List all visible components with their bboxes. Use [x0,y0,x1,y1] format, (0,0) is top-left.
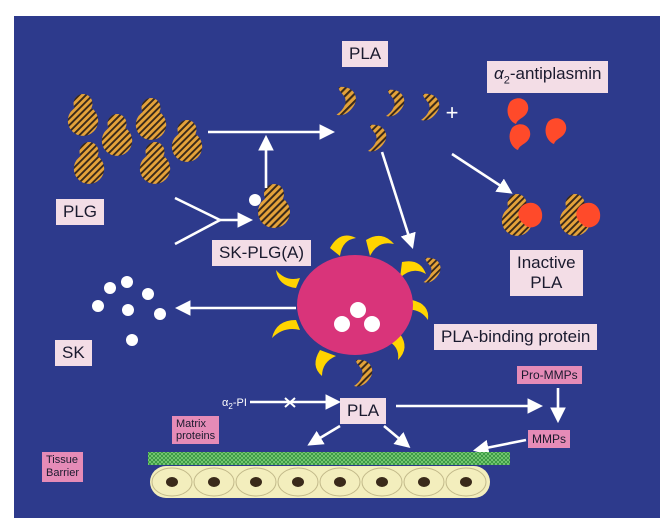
tissue-line: Tissue [46,454,78,466]
antiplasmin-molecules [507,98,567,150]
antiplasmin-text: -antiplasmin [509,64,602,83]
sk-plg-label: SK-PLG(A) [212,240,312,266]
sk-plg-complex-molecule [249,184,290,228]
sk-label: SK [55,340,92,366]
proteins-line: proteins [176,430,216,442]
pla-binding-protein-label: PLA-binding protein [434,324,598,350]
inactive-plasmin-complexes [501,194,601,236]
matrix-band [148,452,510,465]
pro-mmps-box: Pro-MMPs [517,366,582,384]
plus-sign: + [446,100,459,125]
mmps-box: MMPs [528,430,570,448]
barrier-line: Barrier [46,467,80,479]
matrix-proteins-box: Matrix proteins [172,416,220,444]
inactive-pla-label: Inactive PLA [510,250,583,296]
plg-label: PLG [56,199,105,225]
antiplasmin-label: α2-antiplasmin [487,61,609,94]
pathway-arrows [174,124,566,456]
inactive-line: Inactive [517,253,576,272]
antiplasmin-symbol: α [494,64,504,83]
matrix-line: Matrix [176,418,206,430]
streptokinase-dots [92,276,166,346]
cell-with-receptors [272,235,441,387]
pla-top-label: PLA [342,41,389,67]
barrier-cells [150,466,490,498]
antiplasmin-subscript: 2 [503,74,510,87]
alpha2-pi-label: α2-PI [222,397,247,411]
inhibition-cross-icon [284,397,296,408]
pla-bottom-label: PLA [340,398,387,424]
inactive-pla-line: PLA [530,273,563,292]
tissue-barrier-box: Tissue Barrier [42,452,84,482]
